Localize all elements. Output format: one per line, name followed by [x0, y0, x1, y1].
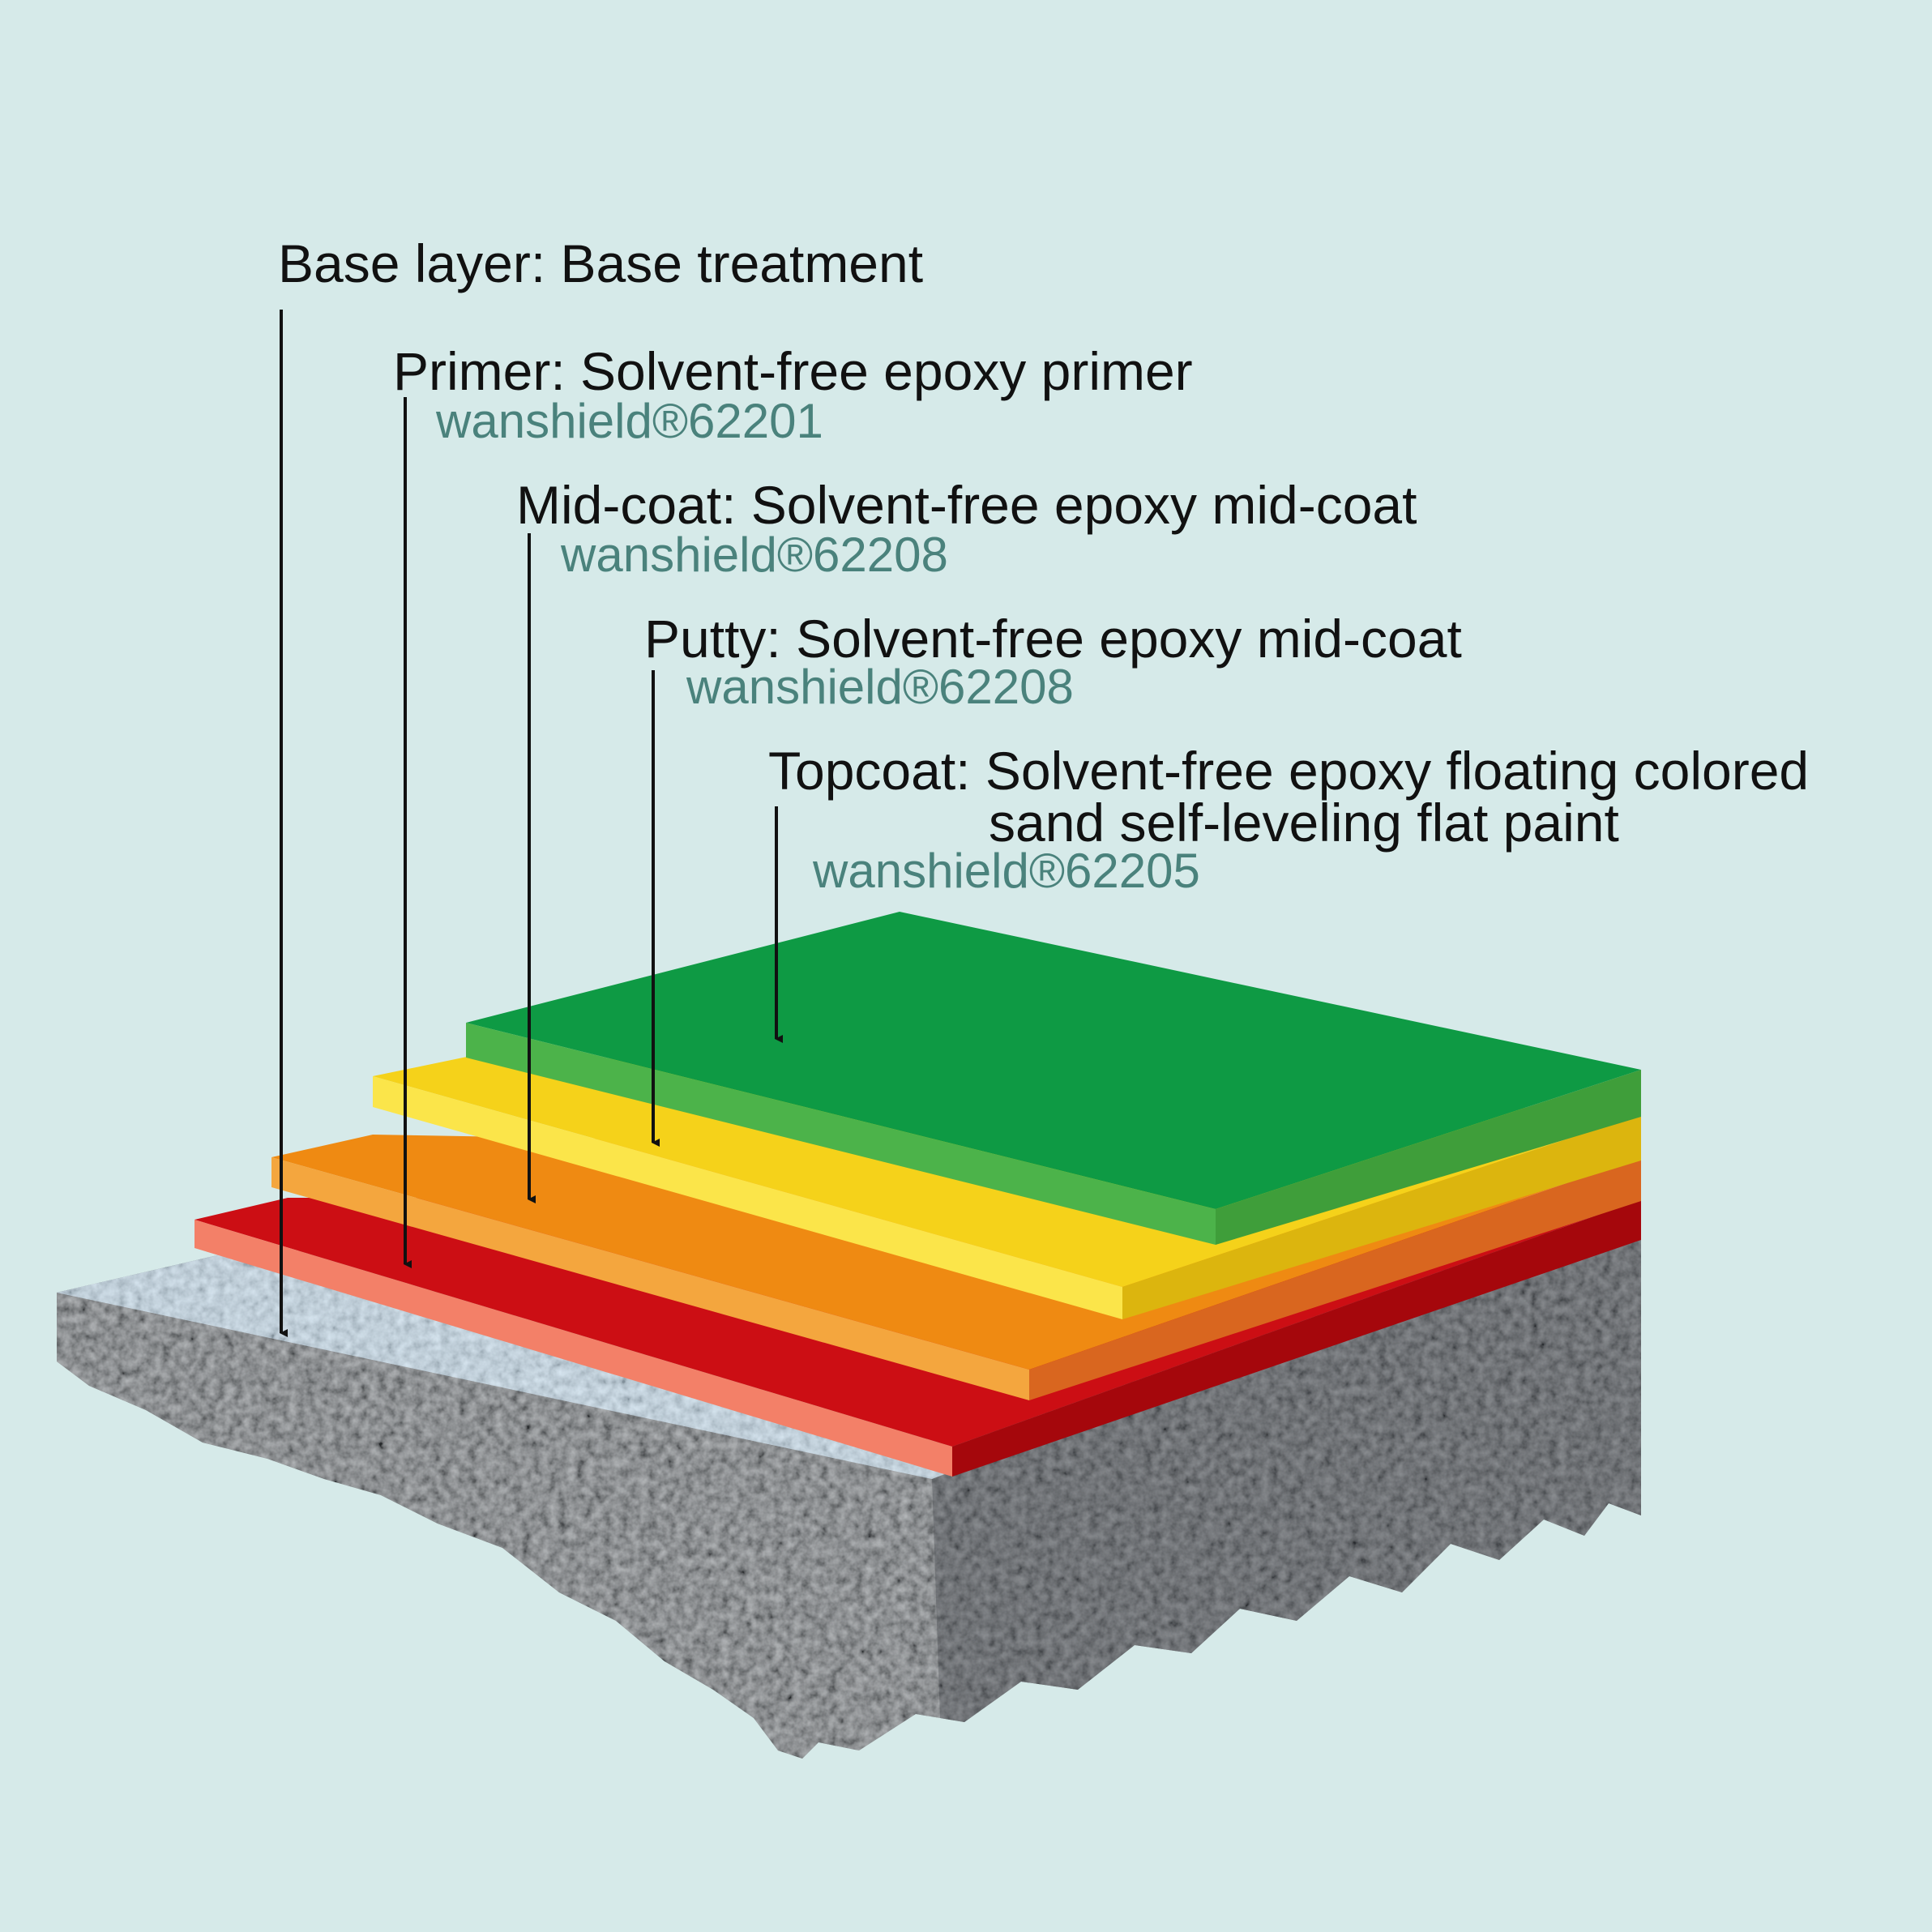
- topcoat-label-continued: sand self-leveling flat paint: [989, 793, 1619, 853]
- base-layer-label: Base layer: Base treatment: [278, 233, 924, 293]
- midcoat-front: [271, 1157, 1029, 1400]
- topcoat-top: [466, 912, 1641, 1209]
- primer-product-code: wanshield®62201: [436, 394, 823, 448]
- leader-lines: [280, 310, 783, 1337]
- topcoat-side: [1216, 1070, 1641, 1245]
- primer-label: Primer: Solvent-free epoxy primer: [393, 341, 1193, 401]
- topcoat-product-code: wanshield®62205: [813, 844, 1200, 898]
- putty-front: [373, 1076, 1122, 1319]
- concrete-right-shade: [932, 1228, 1641, 1722]
- putty-label: Putty: Solvent-free epoxy mid-coat: [644, 609, 1462, 669]
- midcoat-product-code: wanshield®62208: [561, 528, 948, 582]
- midcoat-side: [1029, 1157, 1641, 1400]
- primer-front: [194, 1220, 952, 1477]
- putty-side: [1122, 1114, 1641, 1319]
- primer-side: [952, 1199, 1641, 1477]
- putty-product-code: wanshield®62208: [686, 660, 1074, 714]
- topcoat-label: Topcoat: Solvent-free epoxy floating col…: [768, 741, 1810, 801]
- midcoat-label: Mid-coat: Solvent-free epoxy mid-coat: [516, 475, 1417, 535]
